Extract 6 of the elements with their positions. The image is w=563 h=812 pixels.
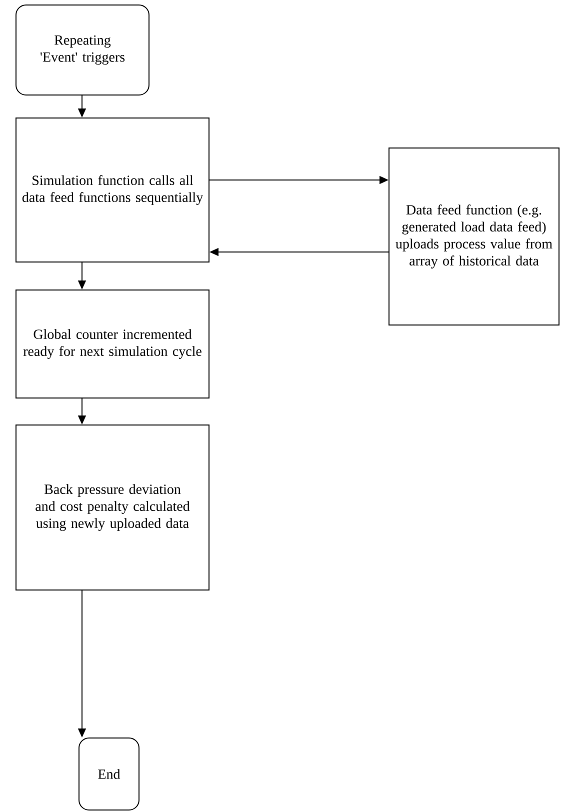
terminal-box: Repeating 'Event' triggers bbox=[16, 4, 150, 96]
process-box: Global counter incremented ready for next simulation cycle bbox=[16, 290, 210, 398]
process-box: Data feed function (e.g. generated load data feed) uploads process value from array of historical data bbox=[388, 148, 560, 326]
process-box: Simulation function calls all data feed functions sequentially bbox=[16, 118, 210, 262]
terminal-box: End bbox=[78, 738, 140, 810]
process-box: Back pressure deviation and cost penalty calculated using newly uploaded data bbox=[16, 424, 210, 590]
